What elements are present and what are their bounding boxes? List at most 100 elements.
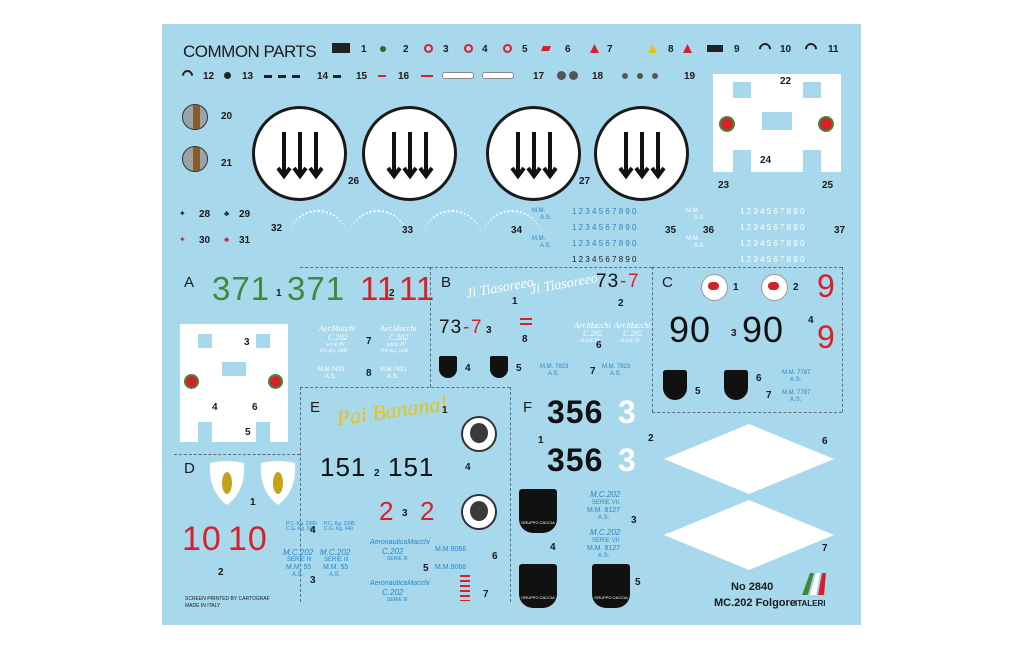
stencil-mm: M.M. 8127 — [587, 507, 621, 514]
label-27: 27 — [579, 176, 591, 187]
divider — [842, 267, 843, 412]
cross-cutout — [803, 150, 821, 172]
feather-icon — [442, 72, 474, 79]
cross-cutout — [256, 334, 270, 348]
label-21: 21 — [221, 158, 233, 169]
stencil-script: SERIE III — [387, 597, 408, 603]
stencil-script: C.202 — [382, 588, 404, 597]
cross-cutout — [256, 422, 270, 442]
label-b5: 5 — [516, 363, 522, 374]
label-28: 28 — [199, 209, 211, 220]
badge-text: GRUPPO CACCIA — [594, 595, 628, 600]
label-c5: 5 — [695, 386, 701, 397]
label-9: 9 — [734, 44, 740, 55]
label-31: 31 — [239, 235, 251, 246]
label-a5: 5 — [245, 427, 251, 438]
stencil-script: C.202 — [382, 547, 404, 556]
white-scale-arc — [422, 210, 482, 242]
mm-stencil: M.M.7421 — [380, 367, 407, 373]
divider — [300, 387, 510, 388]
label-c2: 2 — [793, 282, 799, 293]
mm-stencil: M.M.7421 — [318, 367, 345, 373]
stencil-script: serie IV — [326, 342, 345, 348]
savoy-crest-icon — [184, 374, 199, 389]
red-stripe-icon — [520, 318, 532, 320]
black-plate-icon — [332, 43, 350, 53]
fasces-icon — [618, 132, 666, 180]
horse-badge-icon — [663, 370, 687, 400]
serial-digits: 1 2 3 4 5 6 7 8 9 0 — [572, 255, 637, 264]
label-20: 20 — [221, 111, 233, 122]
label-b4: 4 — [465, 363, 471, 374]
cat-icon — [470, 423, 488, 443]
gauge-icon — [569, 71, 578, 80]
kit-name: MC.202 Folgore — [714, 597, 796, 609]
stencil-script: SERIE III — [620, 339, 640, 344]
cross-cutout — [198, 334, 212, 348]
code-black: 90 — [669, 309, 712, 350]
label-b2: 2 — [618, 298, 624, 309]
divider — [430, 267, 431, 387]
decal-sheet: COMMON PARTS 1 2 3 4 5 6 7 8 9 10 11 12 … — [162, 24, 861, 625]
label-diamond-7: 7 — [822, 543, 828, 554]
label-a6: 6 — [252, 402, 258, 413]
stencil-serie: SERIE VII — [592, 500, 620, 506]
divider — [174, 454, 300, 455]
code-black: 90 — [742, 309, 785, 350]
label-a8: 8 — [366, 368, 372, 379]
label-11: 11 — [828, 44, 839, 55]
code-black: 356 — [547, 394, 604, 430]
spinner-dial-icon — [182, 146, 208, 172]
label-26: 26 — [348, 176, 360, 187]
white-scale-arc — [482, 210, 542, 242]
as-stencil: A.S. — [325, 374, 337, 380]
script-marking: Ji Tiasoreeo — [465, 275, 536, 302]
label-29: 29 — [239, 209, 251, 220]
label-32: 32 — [271, 223, 283, 234]
label-33: 33 — [402, 225, 414, 236]
label-c1: 1 — [733, 282, 739, 293]
label-14: 14 — [317, 71, 329, 82]
label-b1: 1 — [512, 296, 518, 307]
cross-cutout — [198, 422, 212, 442]
wasp-badge-icon — [209, 461, 245, 505]
horse-badge-icon — [724, 370, 748, 400]
label-e1: 1 — [442, 405, 448, 416]
serial-digits: 1 2 3 4 5 6 7 8 9 0 — [740, 223, 805, 232]
stencil-script: P.P.-Kg. 2488 — [381, 349, 409, 354]
as-stencil: A.S. — [387, 374, 399, 380]
white-diamond-decal — [664, 500, 834, 570]
mm-stencil: M.M. 7823 — [540, 364, 569, 370]
stencil-script: AeronauticaMacchi — [370, 580, 430, 587]
tiny-stencil: ✦ — [179, 235, 186, 244]
serial-digits: 1 2 3 4 5 6 7 8 9 0 — [572, 207, 637, 216]
common-parts-heading: COMMON PARTS — [183, 42, 317, 61]
stencil-script: P.P.-Kg. 2488 — [320, 349, 348, 354]
as-stencil: A.S. — [540, 215, 552, 221]
cat-icon — [470, 501, 488, 521]
label-c4: 4 — [808, 315, 814, 326]
label-f1: 1 — [538, 435, 544, 446]
label-a3: 3 — [244, 337, 250, 348]
stencil-serie: SERIE III — [324, 557, 349, 563]
gauge-icon — [622, 73, 628, 79]
brand-name: ITALERI — [795, 599, 826, 608]
arc-icon — [179, 67, 196, 84]
stencil-mm: M.M. 55 — [323, 564, 349, 571]
divider — [510, 387, 511, 602]
horse-badge-icon — [490, 356, 508, 378]
mm-stencil: M.M. 7787 — [782, 390, 811, 396]
wasp-badge-icon — [260, 461, 296, 505]
section-letter: C — [662, 274, 673, 291]
as-stencil: A.S. — [610, 371, 622, 377]
label-19: 19 — [684, 71, 696, 82]
label-d3: 3 — [310, 575, 316, 586]
code-dash: - — [463, 317, 470, 338]
mm-stencil: M.M. — [686, 236, 700, 242]
green-dot-icon — [380, 46, 386, 52]
label-d4: 4 — [310, 525, 316, 536]
label-1: 1 — [361, 44, 367, 55]
stencil-mc202: M.C.202 — [320, 548, 351, 557]
stencil-mm: M.M. 55 — [286, 564, 312, 571]
